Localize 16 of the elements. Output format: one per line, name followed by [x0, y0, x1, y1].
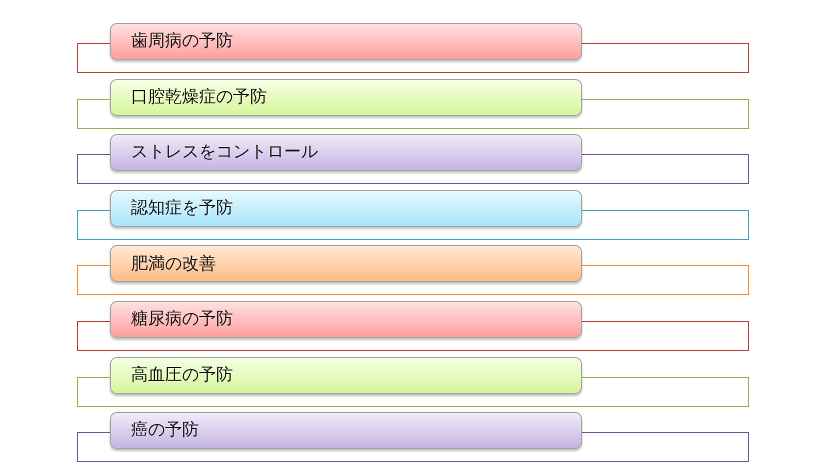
list-item-box	[110, 190, 582, 227]
list-item-box	[110, 412, 582, 450]
list-item-box	[110, 356, 582, 394]
list-item-box	[110, 78, 582, 116]
list-item-box	[110, 301, 582, 338]
list-item-box	[110, 245, 582, 282]
list-item-box	[110, 134, 582, 172]
item-label: 癌の予防	[131, 420, 199, 441]
list-item-box	[110, 23, 582, 60]
item-label: ストレスをコントロール	[131, 142, 318, 163]
item-label: 歯周病の予防	[131, 31, 233, 52]
item-label: 認知症を予防	[131, 198, 233, 218]
item-label: 口腔乾燥症の予防	[131, 86, 267, 108]
item-label: 高血圧の予防	[131, 364, 233, 386]
item-label: 糖尿病の予防	[131, 309, 233, 330]
item-label: 肥満の改善	[131, 254, 216, 274]
